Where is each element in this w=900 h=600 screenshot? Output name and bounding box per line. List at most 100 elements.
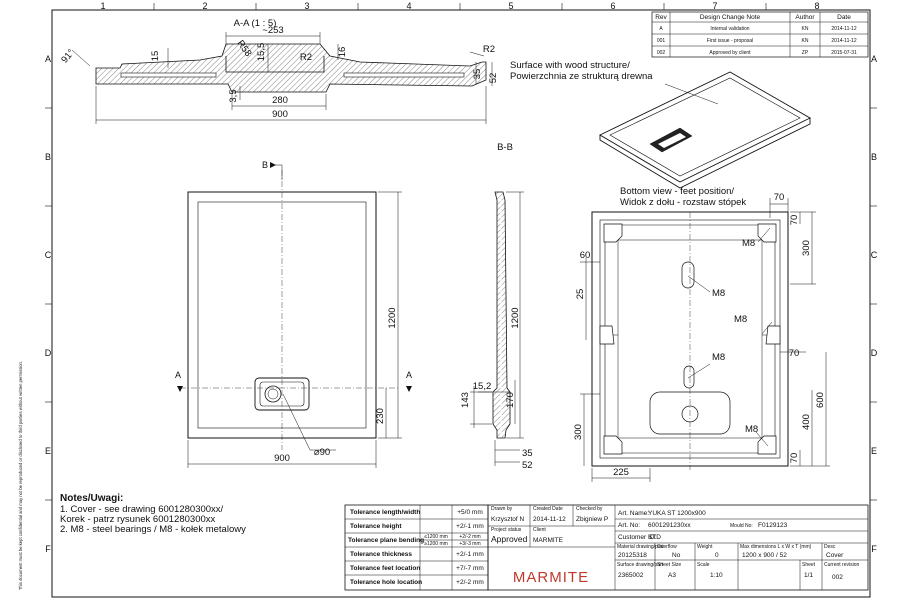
col-label: 6 xyxy=(610,1,615,11)
svg-text:1200 x 900 / 52: 1200 x 900 / 52 xyxy=(742,552,787,559)
svg-text:Scale: Scale xyxy=(697,562,710,568)
title-block: Drawn by Krzysztof N Created Date 2014-1… xyxy=(487,504,869,591)
svg-text:1:10: 1:10 xyxy=(710,572,723,579)
drain-outlet xyxy=(254,377,310,411)
section-bb-view: B-B 1200 143 15,2 170 35 52 xyxy=(460,142,533,471)
top-view: B A A 1200 230 900 ⌀90 xyxy=(175,160,412,468)
svg-text:B: B xyxy=(45,152,51,162)
svg-text:E: E xyxy=(871,446,877,456)
svg-text:Checked by: Checked by xyxy=(576,506,603,512)
svg-text:35: 35 xyxy=(472,69,483,80)
svg-text:F0129123: F0129123 xyxy=(758,522,788,529)
svg-text:2014-11-12: 2014-11-12 xyxy=(533,516,566,523)
svg-text:Desc: Desc xyxy=(824,544,836,550)
svg-text:YUKA ST 1200x900: YUKA ST 1200x900 xyxy=(648,510,706,517)
svg-text:D: D xyxy=(45,348,52,358)
svg-text:52: 52 xyxy=(522,460,533,471)
svg-text:Client: Client xyxy=(533,527,546,533)
svg-text:1/1: 1/1 xyxy=(804,572,813,579)
svg-text:225: 225 xyxy=(613,467,629,478)
svg-text:Tolerance thickness: Tolerance thickness xyxy=(350,551,412,558)
frame-grid-ticks xyxy=(45,3,877,501)
svg-text:Cover: Cover xyxy=(826,552,844,559)
svg-text:+7/-7 mm: +7/-7 mm xyxy=(456,565,484,572)
svg-text:STD: STD xyxy=(648,534,661,541)
svg-text:Tolerance hole location: Tolerance hole location xyxy=(350,579,422,586)
svg-text:35: 35 xyxy=(522,448,533,459)
m8-label: M8 xyxy=(742,238,755,249)
svg-text:70: 70 xyxy=(789,453,800,464)
svg-text:0: 0 xyxy=(715,552,719,559)
svg-text:~253: ~253 xyxy=(262,25,283,36)
svg-text:170: 170 xyxy=(505,392,516,408)
col-label: 3 xyxy=(304,1,309,11)
svg-text:52: 52 xyxy=(488,73,499,84)
svg-text:Weight: Weight xyxy=(697,544,713,550)
svg-text:002: 002 xyxy=(832,574,843,581)
svg-text:C: C xyxy=(871,250,878,260)
svg-text:+2/-2 mm: +2/-2 mm xyxy=(456,579,484,586)
svg-text:1200: 1200 xyxy=(510,307,521,328)
rev-header: Author xyxy=(795,14,815,21)
rev-header: Rev xyxy=(655,14,667,21)
col-label: 1 xyxy=(100,1,105,11)
svg-text:Art. No:: Art. No: xyxy=(618,522,640,529)
svg-text:+2/-1 mm: +2/-1 mm xyxy=(456,551,484,558)
svg-text:E: E xyxy=(45,446,51,456)
frame-row-labels: A B C D E F A B C D E F xyxy=(45,54,878,554)
svg-text:15: 15 xyxy=(150,51,161,62)
col-label: 8 xyxy=(814,1,819,11)
svg-text:F: F xyxy=(871,544,877,554)
col-label: 2 xyxy=(202,1,207,11)
svg-text:≥1200 mm: ≥1200 mm xyxy=(424,541,448,547)
m8-label: M8 xyxy=(712,352,725,363)
svg-text:400: 400 xyxy=(801,414,812,430)
svg-text:Tolerance plane bending: Tolerance plane bending xyxy=(348,537,424,544)
svg-text:+3/-3 mm: +3/-3 mm xyxy=(459,541,480,547)
svg-text:⌀90: ⌀90 xyxy=(314,447,330,458)
svg-text:60: 60 xyxy=(580,250,591,261)
svg-text:20125318: 20125318 xyxy=(618,552,647,559)
svg-text:70: 70 xyxy=(774,192,785,203)
rev-cell: 2015-07-31 xyxy=(831,50,857,56)
bottom-view-title-en: Bottom view - feet position/ xyxy=(620,186,734,197)
svg-text:A: A xyxy=(45,54,51,64)
svg-text:+2/-2 mm: +2/-2 mm xyxy=(459,534,480,540)
svg-text:MARMITE: MARMITE xyxy=(533,537,564,544)
svg-text:1200: 1200 xyxy=(387,307,398,328)
svg-text:Tolerance feet location: Tolerance feet location xyxy=(350,565,420,572)
section-marker-b: B xyxy=(262,160,268,170)
svg-text:No: No xyxy=(672,552,681,559)
revision-table: Rev Design Change Note Author Date A Int… xyxy=(651,11,869,58)
rev-cell: ZP xyxy=(802,50,809,56)
svg-text:3,5: 3,5 xyxy=(228,89,239,102)
svg-text:Max dimensions L x W x T (mm): Max dimensions L x W x T (mm) xyxy=(740,544,812,550)
svg-text:6001291230xx: 6001291230xx xyxy=(648,522,691,529)
section-marker-a: A xyxy=(175,370,181,380)
svg-text:B: B xyxy=(871,152,877,162)
svg-text:15,2: 15,2 xyxy=(473,381,492,392)
note-line: 2. M8 - steel bearings / M8 - kołek meta… xyxy=(60,524,246,535)
m8-label: M8 xyxy=(745,424,758,435)
svg-text:Tolerance height: Tolerance height xyxy=(350,523,402,530)
rev-cell: 2014-11-12 xyxy=(831,38,856,44)
svg-text:280: 280 xyxy=(272,95,288,106)
svg-text:2365002: 2365002 xyxy=(618,572,644,579)
rev-cell: KN xyxy=(802,26,809,32)
svg-text:Material drawing/part: Material drawing/part xyxy=(617,544,664,550)
svg-text:Project status: Project status xyxy=(491,527,522,533)
svg-text:91°: 91° xyxy=(59,47,77,65)
col-label: 4 xyxy=(406,1,411,11)
svg-text:Sheet Size: Sheet Size xyxy=(657,562,681,568)
rev-cell: KN xyxy=(802,38,809,44)
svg-text:25: 25 xyxy=(575,289,586,300)
section-aa-view: A-A (1 : 5) ~253 15 15,5 R58 R2 16 xyxy=(59,18,499,124)
section-bb-title: B-B xyxy=(497,142,513,153)
bottom-view-title-pl: Widok z dołu - rozstaw stópek xyxy=(620,197,746,208)
rev-cell: 002 xyxy=(657,50,666,56)
svg-text:≤1200 mm: ≤1200 mm xyxy=(424,534,448,540)
note-line: Korek - patrz rysunek 6001280300xx xyxy=(60,514,216,525)
svg-text:F: F xyxy=(45,544,51,554)
notes-block: Notes/Uwagi: 1. Cover - see drawing 6001… xyxy=(60,493,246,535)
